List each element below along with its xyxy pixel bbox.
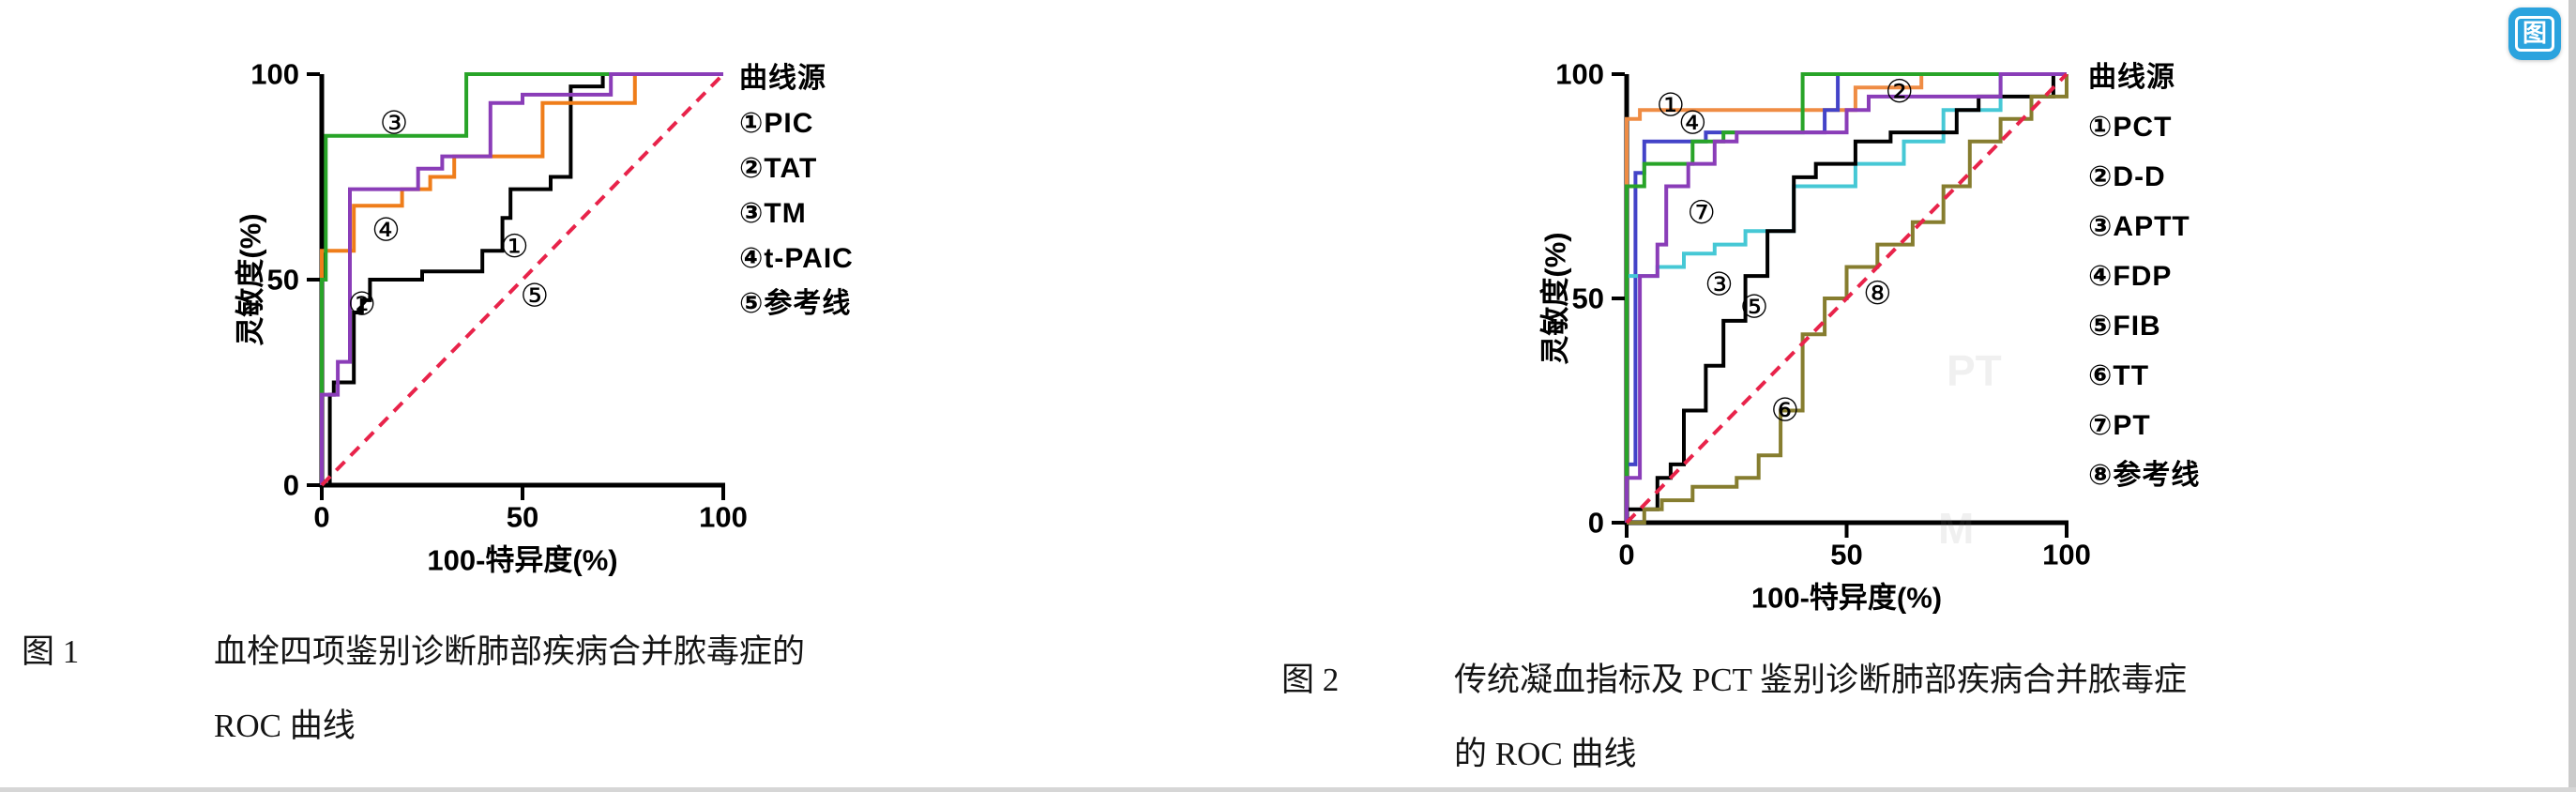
svg-text:100-特异度(%): 100-特异度(%) (1751, 582, 1942, 615)
svg-text:50: 50 (507, 501, 538, 534)
svg-text:0: 0 (1618, 539, 1634, 571)
screenshot-tool-button[interactable]: 图 (2508, 8, 2561, 60)
legend-item: ①PIC (739, 108, 814, 139)
svg-text:0: 0 (313, 501, 329, 534)
svg-text:100: 100 (1555, 58, 1604, 91)
legend-item: ②D-D (2088, 161, 2166, 192)
svg-text:③: ③ (380, 106, 408, 142)
svg-text:0: 0 (1588, 507, 1604, 540)
svg-text:③: ③ (1705, 267, 1733, 303)
svg-text:50: 50 (1572, 282, 1604, 315)
svg-text:100: 100 (2042, 539, 2091, 571)
svg-text:②: ② (348, 286, 376, 322)
legend-item: ①PCT (2088, 112, 2173, 143)
page-right-edge (2568, 0, 2576, 792)
legend-item: ③APTT (2088, 211, 2190, 242)
legend-title: 曲线源 (2088, 62, 2175, 93)
legend-item: ⑤FIB (2088, 311, 2161, 342)
figure-1-caption-text: 血栓四项鉴别诊断肺部疾病合并脓毒症的 (214, 633, 806, 670)
svg-text:灵敏度(%): 灵敏度(%) (1539, 232, 1572, 364)
svg-text:①: ① (500, 229, 528, 265)
svg-text:⑥: ⑥ (1771, 393, 1799, 429)
legend-item: ④FDP (2088, 261, 2173, 292)
figure-1-legend: 曲线源 ①PIC ②TAT ③TM ④t-PAIC ⑤参考线 (739, 56, 854, 327)
svg-text:100: 100 (250, 58, 299, 91)
legend-title: 曲线源 (739, 63, 826, 94)
picture-tool-icon: 图 (2514, 16, 2554, 52)
figure-1-caption-label: 图 1 (22, 633, 80, 670)
svg-text:50: 50 (267, 264, 299, 297)
svg-text:①: ① (1657, 87, 1685, 123)
scan-bleed-mark: PT (1947, 346, 2002, 395)
figure-2-caption-text2: 的 ROC 曲线 (1454, 736, 1637, 772)
legend-item: ③TM (739, 198, 807, 229)
legend-item: ②TAT (739, 153, 818, 184)
legend-item: ⑥TT (2088, 360, 2150, 391)
page-bottom-edge (0, 787, 2576, 792)
figure-2-caption-label: 图 2 (1281, 662, 1340, 698)
svg-text:⑧: ⑧ (1863, 276, 1891, 312)
svg-text:0: 0 (283, 469, 299, 502)
figure-2-legend: 曲线源 ①PCT ②D-D ③APTT ④FDP ⑤FIB ⑥TT ⑦PT ⑧参… (2088, 53, 2200, 500)
svg-text:50: 50 (1830, 539, 1862, 571)
svg-text:④: ④ (1678, 106, 1706, 142)
legend-item: ④t-PAIC (739, 243, 854, 274)
svg-text:④: ④ (371, 212, 400, 248)
svg-text:100: 100 (699, 501, 748, 534)
svg-text:100-特异度(%): 100-特异度(%) (427, 544, 617, 577)
legend-item: ⑤参考线 (739, 288, 852, 319)
roc-chart-2: 0 50 100 0 50 100 100-特异度(%) 灵敏度(%) ① ② ③ ④ ⑤ ⑥ ⑦ ⑧ (1539, 58, 2091, 615)
svg-text:⑦: ⑦ (1687, 195, 1715, 231)
svg-text:⑤: ⑤ (1740, 290, 1768, 326)
svg-text:灵敏度(%): 灵敏度(%) (235, 213, 267, 345)
svg-text:②: ② (1886, 74, 1914, 110)
legend-item: ⑦PT (2088, 410, 2151, 441)
legend-item: ⑧参考线 (2088, 460, 2201, 491)
figure-2-caption-text: 传统凝血指标及 PCT 鉴别诊断肺部疾病合并脓毒症 (1454, 662, 2188, 698)
svg-text:⑤: ⑤ (521, 279, 549, 314)
figure-1-caption-text2: ROC 曲线 (214, 708, 356, 744)
roc-chart-1: 0 50 100 0 50 100 100-特异度(%) 灵敏度(%) ① ② ③ ④ ⑤ (235, 58, 748, 577)
scan-bleed-mark: M (1938, 504, 1975, 553)
